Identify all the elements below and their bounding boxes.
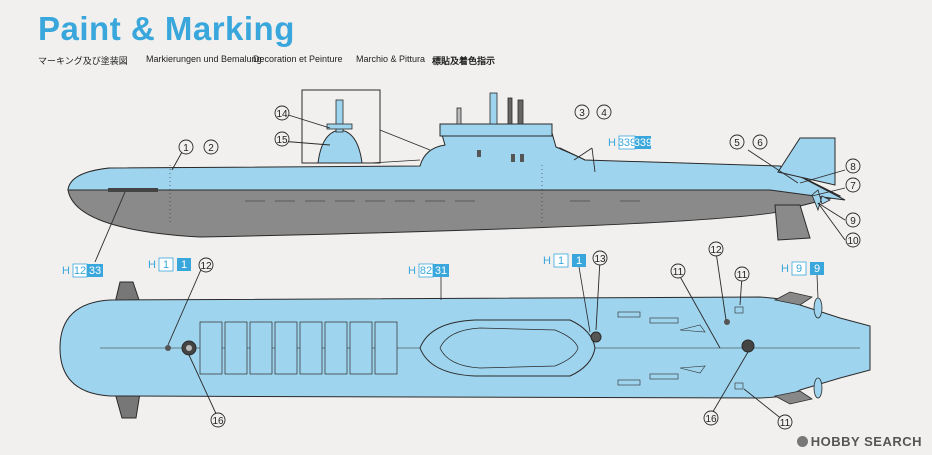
top-propeller-upper	[813, 297, 823, 319]
paint-code-value: 339	[618, 137, 636, 149]
mast-2	[489, 92, 498, 125]
callouts	[94, 112, 846, 421]
paint-code-value: 339	[634, 137, 652, 149]
callout-6: 6	[757, 138, 763, 149]
callout-13: 13	[594, 254, 606, 265]
bow-sonar-stripe	[108, 188, 158, 192]
callout-11b: 11	[737, 270, 748, 281]
side-hull-upper	[67, 147, 846, 201]
callout-15: 15	[276, 135, 288, 146]
callout-12: 12	[200, 261, 212, 272]
top-bowplane-lower	[114, 392, 141, 419]
paint-code-value: 31	[435, 265, 447, 277]
callout-10: 10	[847, 236, 859, 247]
callout-4: 4	[601, 108, 607, 119]
top-fitting-12	[165, 345, 171, 351]
paint-code-value: 9	[796, 263, 802, 275]
top-fitting-16b	[741, 339, 755, 353]
inset-leader	[379, 129, 431, 151]
missile-tubes	[199, 321, 398, 375]
callout-12b: 12	[710, 245, 722, 256]
inset-leader	[369, 159, 421, 164]
hobbysearch-logo-icon	[796, 436, 808, 447]
top-sail-inner	[439, 327, 579, 369]
top-stern-plane-lower	[773, 390, 813, 405]
watermark: HOBBY SEARCH	[796, 434, 922, 449]
subtitle-italian: Marchio & Pittura	[356, 54, 426, 64]
mast-3	[507, 97, 513, 125]
top-view	[59, 281, 871, 419]
sail-top	[439, 123, 553, 137]
paint-code-b: H 12 33	[62, 263, 103, 278]
paint-code-value: 82	[420, 265, 432, 277]
sail-window	[477, 150, 481, 157]
top-stern-plane-upper	[773, 291, 813, 306]
top-fitting-13	[590, 331, 602, 343]
page-title: Paint & Marking	[38, 10, 295, 47]
subtitle-french: Decoration et Peinture	[253, 54, 343, 64]
paint-code-value: 1	[163, 259, 169, 271]
paint-code-value: 1	[576, 255, 582, 267]
inset-mast	[335, 99, 344, 133]
aft-hatches	[617, 306, 744, 390]
paint-code-f: H 9 9	[781, 261, 824, 276]
top-propeller-lower	[813, 377, 823, 399]
paint-code-prefix: H	[62, 265, 70, 277]
callout-3: 3	[579, 108, 585, 119]
callout-16: 16	[212, 416, 224, 427]
top-fitting-16-inner	[186, 345, 192, 351]
paint-code-prefix: H	[608, 137, 616, 149]
callout-1: 1	[183, 143, 189, 154]
paint-code-value: 12	[74, 265, 86, 277]
paint-code-value: 33	[89, 265, 101, 277]
paint-code-prefix: H	[543, 255, 551, 267]
subtitle-chinese: 標貼及着色指示	[432, 56, 496, 66]
callout-8: 8	[850, 162, 856, 173]
paint-code-value: 1	[558, 255, 564, 267]
top-sail	[419, 319, 596, 377]
paint-code-prefix: H	[148, 259, 156, 271]
paint-code-value: 9	[814, 263, 820, 275]
paint-code-d: H 82 31	[408, 263, 449, 278]
callout-9: 9	[850, 216, 856, 227]
side-rudder-lower	[774, 204, 811, 241]
paint-code-prefix: H	[408, 265, 416, 277]
inset-mast-band	[326, 123, 353, 130]
side-rudder-upper	[777, 137, 836, 186]
side-view	[67, 89, 846, 241]
paint-code-prefix: H	[781, 263, 789, 275]
paint-code-c: H 1 1	[148, 257, 191, 272]
mast-1	[456, 107, 462, 125]
mast-4	[517, 99, 524, 125]
callout-2: 2	[208, 143, 214, 154]
callout-11c: 11	[780, 418, 791, 429]
top-fitting-12b	[724, 319, 730, 325]
paint-code-e: H 1 1	[543, 253, 586, 268]
subtitle-japanese: マーキング及び塗装図	[38, 56, 128, 66]
callout-5: 5	[734, 138, 740, 149]
subtitle-german: Markierungen und Bemalung	[146, 54, 262, 64]
paint-code-a: H 339 339	[608, 135, 652, 150]
callout-14: 14	[276, 109, 288, 120]
sail-window	[511, 154, 515, 162]
callout-7: 7	[850, 181, 856, 192]
watermark-text: HOBBY SEARCH	[810, 434, 922, 449]
callout-16b: 16	[705, 414, 717, 425]
callout-11: 11	[673, 267, 684, 278]
paint-code-value: 1	[181, 259, 187, 271]
sail-window	[520, 154, 524, 162]
